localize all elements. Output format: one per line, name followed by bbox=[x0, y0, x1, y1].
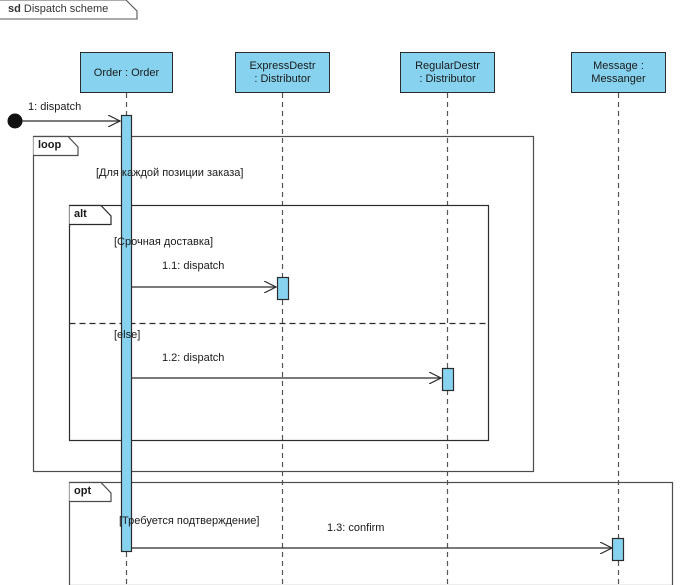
fragment-label-opt: opt bbox=[74, 485, 92, 497]
activation-bar-order bbox=[120, 114, 133, 553]
found-message-start-point bbox=[7, 113, 23, 129]
message-label-11-dispatch: 1.1: dispatch bbox=[162, 260, 225, 272]
lifeline-header-messenger[interactable]: Message : Messanger bbox=[571, 52, 666, 93]
message-label-1-dispatch: 1: dispatch bbox=[28, 101, 82, 113]
fragment-label-loop: loop bbox=[38, 139, 62, 151]
activation-bar-regular bbox=[441, 367, 455, 392]
activation-bar-express bbox=[276, 276, 290, 301]
lifeline-regular-line2: : Distributor bbox=[419, 73, 476, 85]
message-label-12-dispatch: 1.2: dispatch bbox=[162, 352, 225, 364]
fragment-alt-tab bbox=[69, 204, 112, 226]
lifeline-header-regular[interactable]: RegularDestr : Distributor bbox=[400, 52, 495, 93]
title-frame-tab bbox=[0, 0, 138, 20]
lifeline-messenger-line1: Message : bbox=[593, 60, 644, 72]
lifeline-header-express[interactable]: ExpressDestr : Distributor bbox=[235, 52, 330, 93]
guard-opt: [Требуется подтверждение] bbox=[119, 515, 260, 527]
fragment-loop-tab bbox=[33, 135, 79, 157]
guard-loop: [Для каждой позиции заказа] bbox=[96, 167, 244, 179]
guard-alt-first: [Срочная доставка] bbox=[114, 236, 214, 248]
message-label-13-confirm: 1.3: confirm bbox=[327, 522, 385, 534]
lifeline-express-line1: ExpressDestr bbox=[249, 60, 316, 72]
lifeline-regular-line1: RegularDestr bbox=[415, 60, 480, 72]
guard-alt-else: [else] bbox=[114, 329, 141, 341]
diagram-title: sd Dispatch scheme bbox=[8, 3, 108, 15]
lifeline-order-line1: Order : Order bbox=[93, 66, 160, 79]
lifeline-express-line2: : Distributor bbox=[254, 73, 311, 85]
fragment-opt-tab bbox=[69, 481, 112, 503]
lifeline-messenger-line2: Messanger bbox=[591, 73, 646, 85]
diagram-kind-keyword: sd bbox=[8, 3, 21, 15]
fragment-label-alt: alt bbox=[74, 208, 87, 220]
fragment-loop[interactable] bbox=[32, 135, 535, 473]
fragment-opt[interactable] bbox=[68, 481, 674, 585]
activation-bar-messenger bbox=[611, 537, 625, 562]
fragment-alt[interactable] bbox=[68, 204, 490, 442]
lifeline-header-order[interactable]: Order : Order bbox=[80, 52, 173, 93]
page-title: Dispatch scheme bbox=[23, 3, 109, 15]
